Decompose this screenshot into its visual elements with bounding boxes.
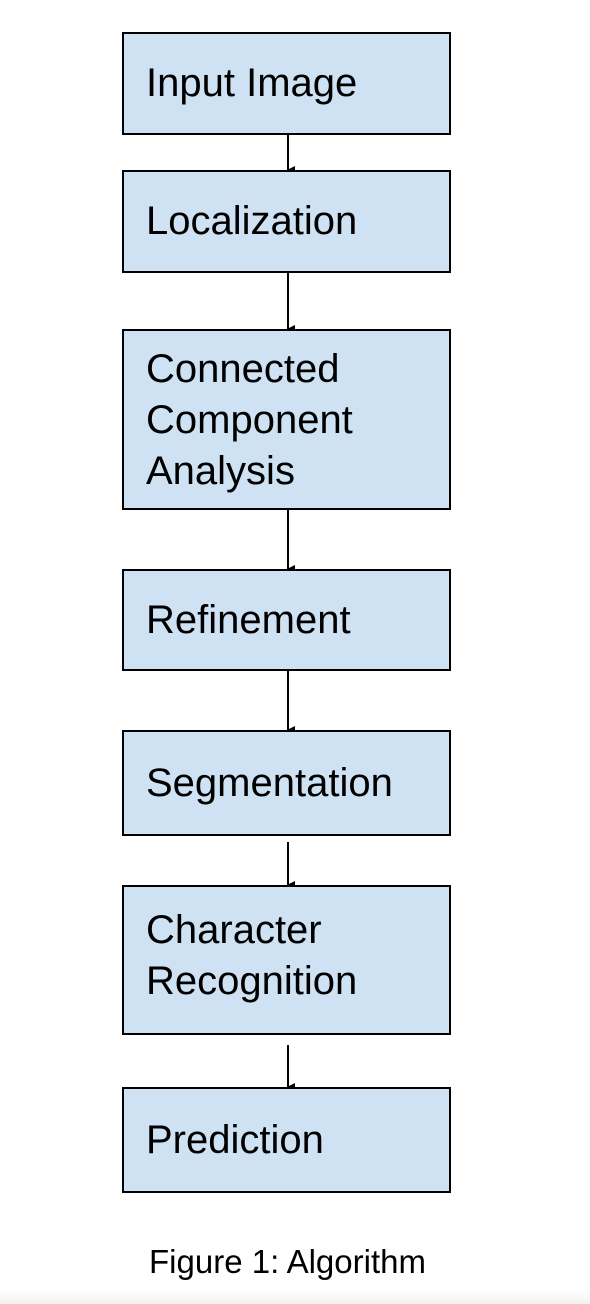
step-connected-component-analysis: Connected Component Analysis bbox=[122, 329, 451, 510]
step-label-line: Segmentation bbox=[146, 761, 393, 805]
step-label-line: Analysis bbox=[146, 449, 295, 493]
step-input-image: Input Image bbox=[122, 32, 451, 135]
figure-caption: Figure 1: Algorithm bbox=[149, 1243, 426, 1280]
step-label-line: Connected bbox=[146, 347, 340, 391]
step-label-line: Input Image bbox=[146, 61, 358, 105]
step-label-line: Component bbox=[146, 398, 353, 442]
step-segmentation: Segmentation bbox=[122, 730, 451, 836]
step-character-recognition: Character Recognition bbox=[122, 885, 451, 1035]
step-label-line: Character bbox=[146, 908, 322, 952]
step-prediction: Prediction bbox=[122, 1087, 451, 1193]
bottom-edge-shade bbox=[0, 1290, 590, 1304]
step-refinement: Refinement bbox=[122, 569, 451, 671]
step-label-line: Refinement bbox=[146, 598, 351, 642]
step-label-line: Recognition bbox=[146, 959, 358, 1003]
step-label-line: Localization bbox=[146, 199, 358, 243]
step-label-line: Prediction bbox=[146, 1118, 324, 1162]
step-localization: Localization bbox=[122, 170, 451, 273]
